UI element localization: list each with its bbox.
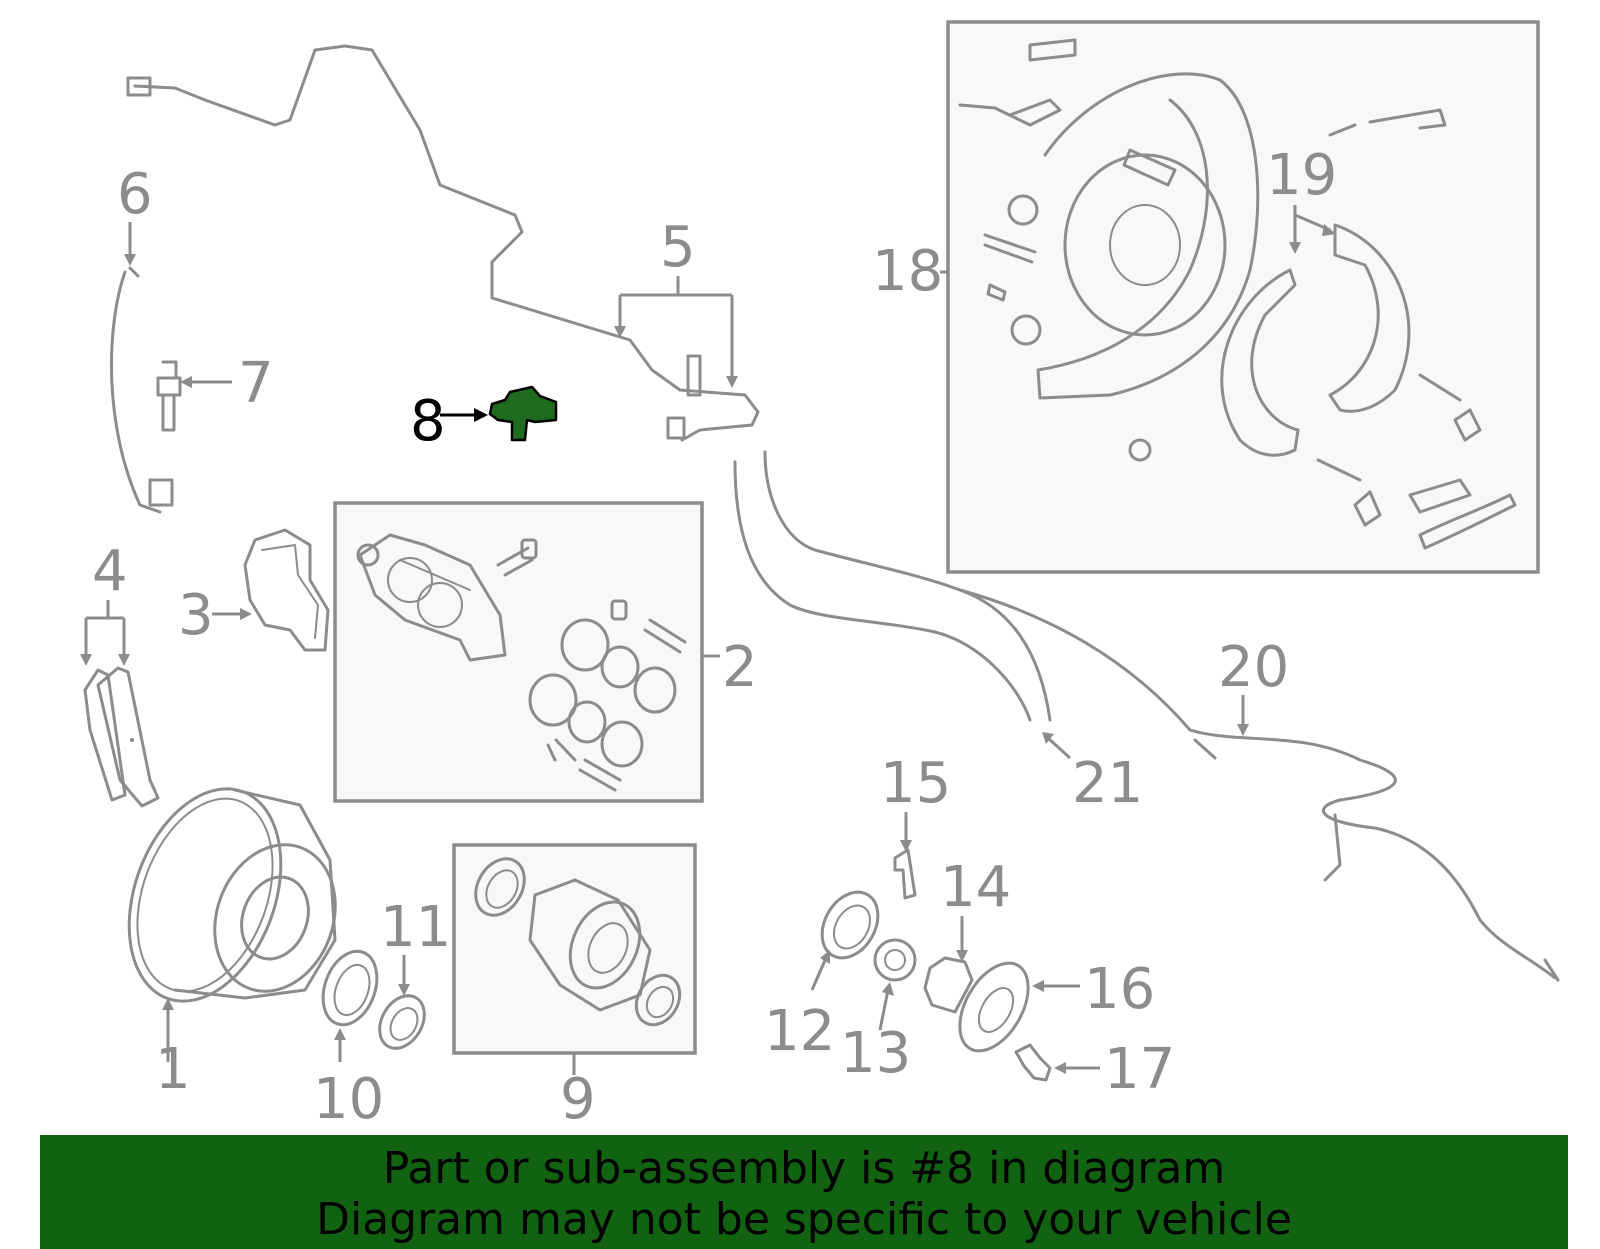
label-10: 10	[313, 1067, 384, 1132]
box-hub-kit	[452, 843, 697, 1055]
highlighted-part-8[interactable]	[488, 385, 558, 442]
label-17: 17	[1104, 1037, 1175, 1102]
washer-16[interactable]	[946, 951, 1042, 1062]
bearing-12[interactable]	[811, 882, 889, 968]
label-20: 20	[1218, 635, 1289, 700]
seal-10[interactable]	[314, 944, 387, 1033]
label-16: 16	[1084, 957, 1155, 1022]
banner-line-1: Part or sub-assembly is #8 in diagram	[383, 1143, 1225, 1194]
caliper-kit-2[interactable]	[356, 533, 687, 792]
label-2: 2	[722, 635, 758, 700]
bolt-17[interactable]	[1014, 1043, 1052, 1082]
brake-hose-6[interactable]	[109, 266, 174, 514]
tone-ring-13[interactable]	[873, 938, 917, 982]
label-3: 3	[178, 583, 214, 648]
label-12: 12	[764, 999, 835, 1064]
label-8: 8	[410, 389, 446, 454]
label-21: 21	[1072, 751, 1143, 816]
banner-line-2: Diagram may not be specific to your vehi…	[316, 1194, 1292, 1245]
nut-14[interactable]	[923, 956, 974, 1014]
bleeder-screw-7[interactable]	[156, 360, 182, 432]
caliper-bracket-3[interactable]	[243, 528, 330, 652]
label-13: 13	[840, 1021, 911, 1086]
hub-kit-9[interactable]	[466, 850, 688, 1032]
abs-wire-21[interactable]	[733, 450, 1052, 722]
label-5: 5	[660, 215, 696, 280]
label-1: 1	[155, 1037, 191, 1102]
brake-line-5[interactable]	[126, 44, 760, 442]
clip-15[interactable]	[893, 848, 917, 900]
label-19: 19	[1266, 143, 1337, 208]
abs-wire-20[interactable]	[958, 588, 1560, 982]
backing-plate-18[interactable]	[958, 38, 1260, 462]
label-18: 18	[872, 239, 943, 304]
part-8-shape[interactable]	[488, 385, 558, 442]
bearing-11[interactable]	[371, 988, 434, 1056]
banner-background	[40, 1135, 1568, 1249]
label-9: 9	[560, 1067, 596, 1132]
label-15: 15	[880, 751, 951, 816]
label-11: 11	[380, 895, 451, 960]
label-7: 7	[238, 351, 274, 416]
brake-pads-4[interactable]	[83, 666, 160, 808]
box-caliper-kit	[333, 501, 704, 803]
parking-shoes-19[interactable]	[1220, 108, 1517, 550]
rotor-1[interactable]	[102, 768, 356, 1023]
label-14: 14	[940, 855, 1011, 920]
label-4: 4	[92, 539, 128, 604]
label-6: 6	[117, 162, 153, 227]
info-banner: Part or sub-assembly is #8 in diagram Di…	[40, 1135, 1568, 1249]
